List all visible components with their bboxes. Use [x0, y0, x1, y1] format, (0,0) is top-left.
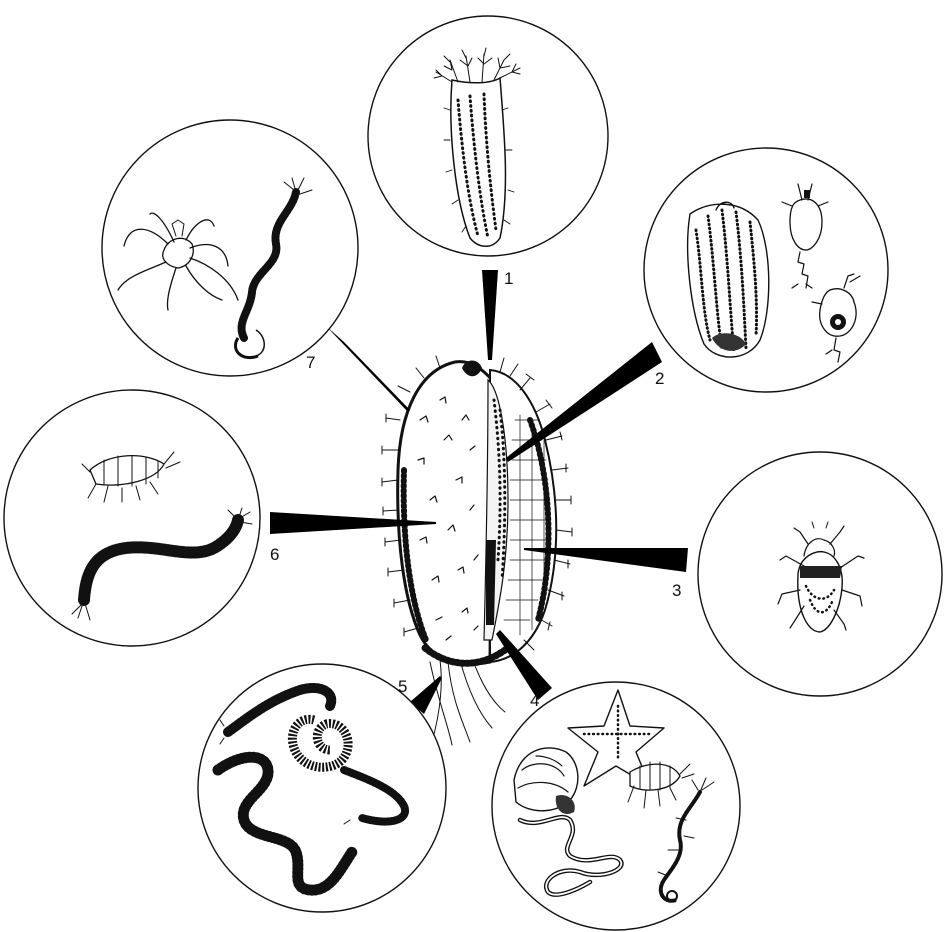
- egg-mass-illustration: [688, 202, 769, 357]
- inset-circle-6: [4, 390, 260, 646]
- label-2: 2: [655, 369, 664, 388]
- label-1: 1: [504, 269, 513, 288]
- inset-circle-4: [492, 682, 740, 930]
- inset-circle-2: [644, 148, 888, 392]
- inset-circle-7: [102, 120, 358, 376]
- label-6: 6: [270, 545, 279, 564]
- label-5: 5: [398, 677, 407, 696]
- label-7: 7: [306, 353, 315, 372]
- pointer-wedge-1: [482, 270, 498, 360]
- inset-circle-3: [698, 452, 942, 696]
- label-3: 3: [672, 581, 681, 600]
- label-4: 4: [530, 691, 539, 710]
- inset-circle-1: [368, 16, 608, 256]
- inset-circle-5: [198, 664, 446, 912]
- pointer-wedge-7: [326, 326, 410, 412]
